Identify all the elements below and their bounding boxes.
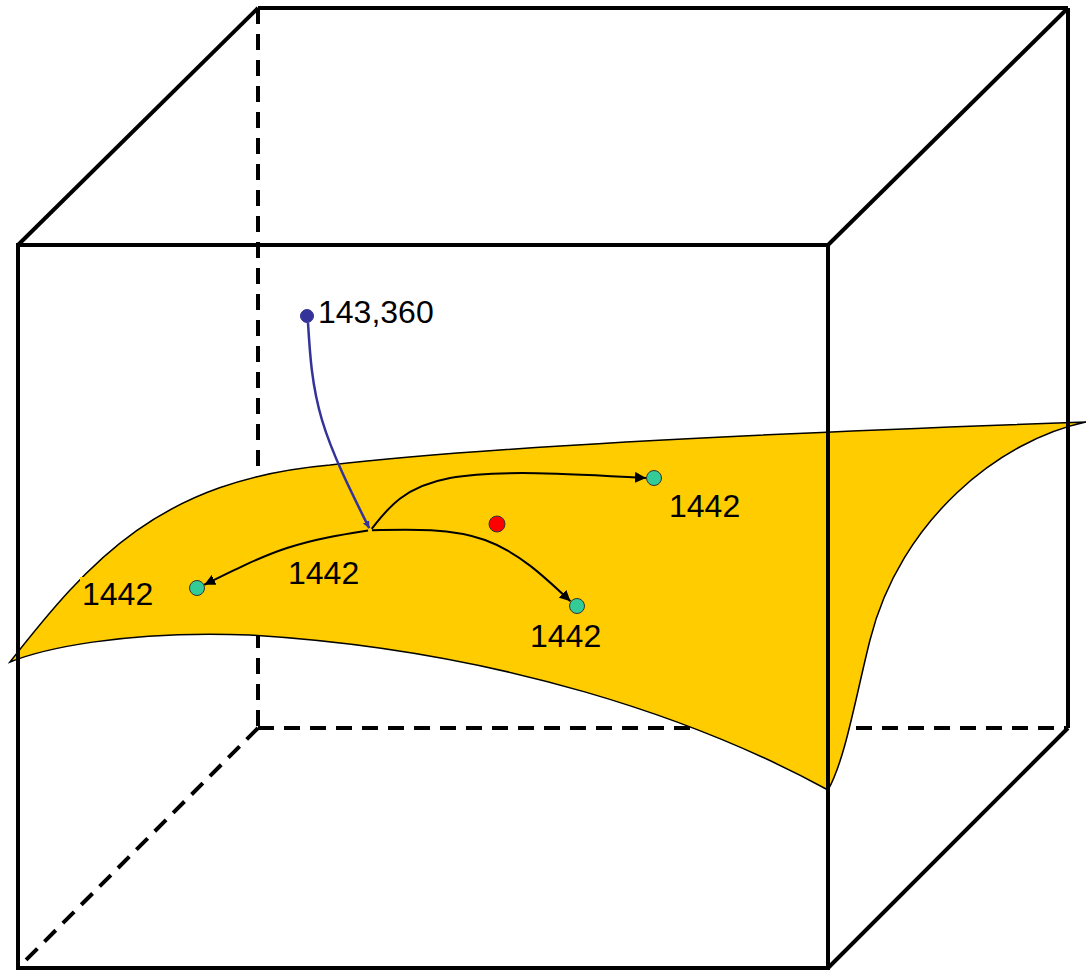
arrow-connector xyxy=(372,530,571,602)
visible-edges xyxy=(18,8,1068,968)
point-label: 1442 xyxy=(667,489,742,524)
point-label: 143,360 xyxy=(316,295,436,330)
point-label: 1442 xyxy=(286,556,361,591)
cube-edge xyxy=(258,6,1068,10)
front-face xyxy=(18,245,828,968)
surface xyxy=(10,422,1086,790)
red-point xyxy=(489,516,505,532)
arrow-connector xyxy=(372,473,646,529)
cube-edge xyxy=(828,728,1068,968)
hidden-edge xyxy=(18,728,258,968)
surface-point: 1442 xyxy=(368,528,372,532)
cube-edge xyxy=(1066,8,1070,728)
point-label: 1442 xyxy=(528,619,603,654)
start-point: 143,360 xyxy=(300,309,314,323)
neighbor-point: 1442 xyxy=(646,470,662,486)
cube-edge xyxy=(828,8,1068,245)
neighbor-point: 1442 xyxy=(569,598,585,614)
arrow-connector xyxy=(308,323,369,528)
point-label: 1442 xyxy=(80,577,155,612)
hidden-edge xyxy=(258,726,1068,730)
neighbor-point: 1442 xyxy=(189,580,205,596)
cube-edge xyxy=(18,8,258,245)
